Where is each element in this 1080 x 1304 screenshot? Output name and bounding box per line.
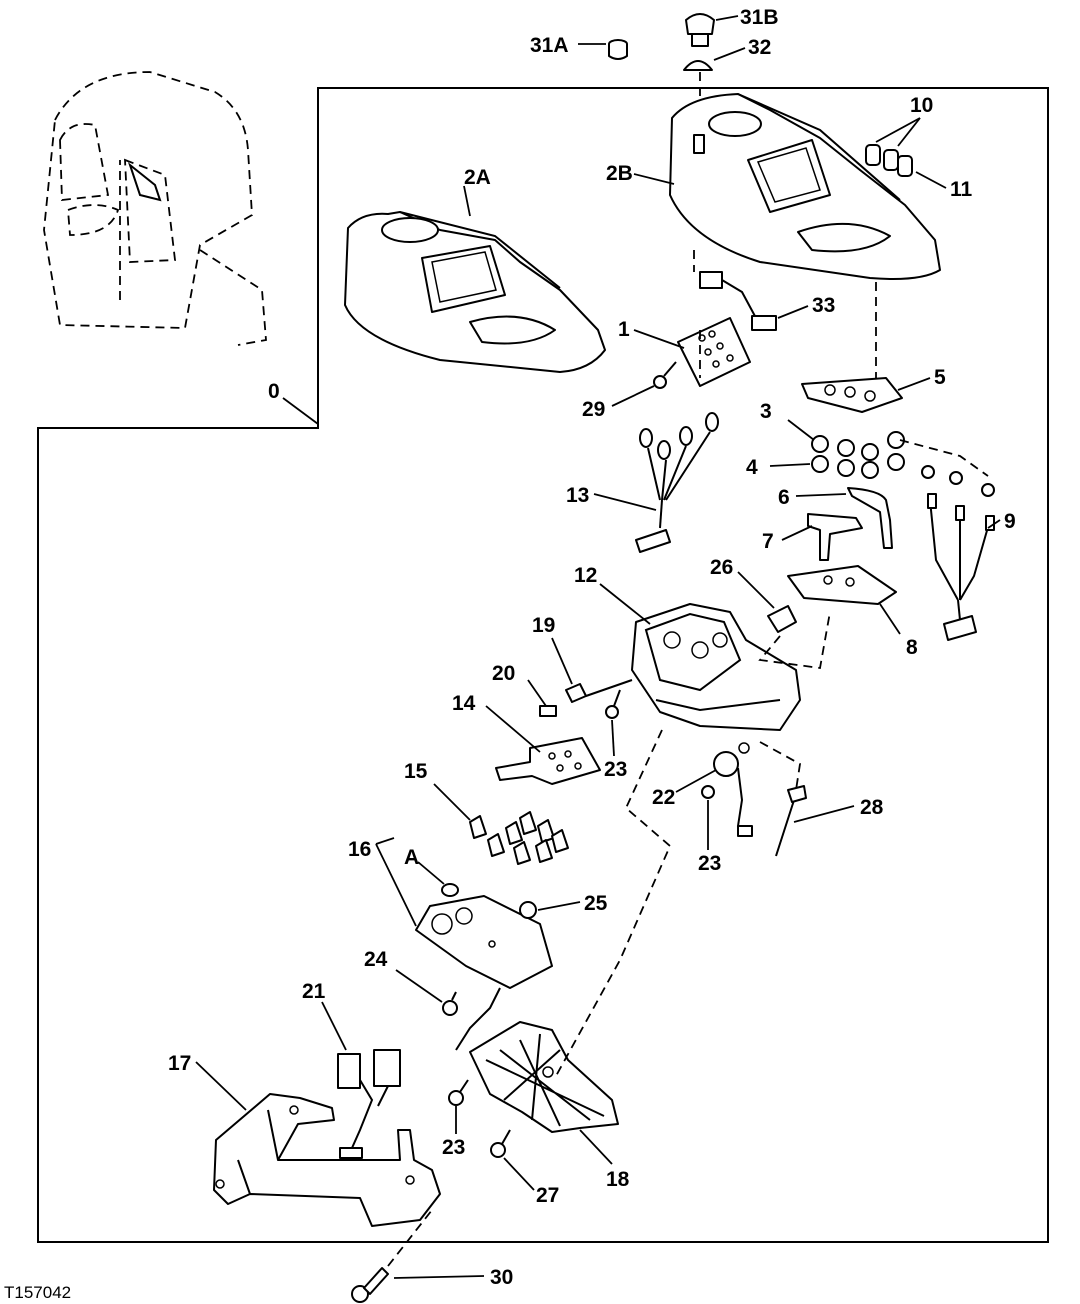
part-bulbs-15 — [469, 811, 569, 865]
part-board-14 — [495, 737, 601, 785]
callout-14: 14 — [452, 692, 476, 715]
part-housing-12 — [631, 603, 801, 731]
callout-23c: 23 — [442, 1136, 465, 1159]
part-cap-A — [441, 883, 459, 897]
part-lamp-6 — [847, 487, 893, 549]
part-buzzer-22 — [713, 742, 753, 837]
part-plate-16 — [415, 895, 553, 1051]
callout-29: 29 — [582, 398, 605, 421]
part-screw-20 — [539, 705, 557, 717]
callout-32: 32 — [748, 36, 771, 59]
callout-8: 8 — [906, 636, 918, 659]
callout-22: 22 — [652, 786, 675, 809]
part-screw-23b — [701, 785, 715, 799]
callout-26: 26 — [710, 556, 733, 579]
part-bracket-17 — [213, 1093, 441, 1227]
cab-inset — [43, 71, 319, 425]
part-screw-23a — [605, 689, 621, 719]
callout-labels: 31B 31A 32 10 11 2A 2B 33 1 5 29 0 3 4 1… — [168, 6, 1016, 1289]
part-screw-29 — [653, 361, 677, 389]
callout-31B: 31B — [740, 6, 779, 29]
callout-33: 33 — [812, 294, 835, 317]
part-bolt-30 — [351, 1267, 389, 1303]
part-screw-27 — [490, 1129, 511, 1158]
callout-A: A — [404, 846, 419, 869]
callout-16: 16 — [348, 838, 371, 861]
part-bulb-harness-9 — [927, 493, 995, 641]
callout-11: 11 — [950, 178, 973, 201]
callout-19: 19 — [532, 614, 555, 637]
part-screw-24 — [442, 991, 458, 1016]
part-cap-31A — [608, 39, 628, 60]
part-harness-21 — [337, 1049, 401, 1159]
callout-13: 13 — [566, 484, 589, 507]
callout-4: 4 — [746, 456, 758, 479]
callout-3: 3 — [760, 400, 772, 423]
part-shield-18 — [469, 1021, 619, 1133]
frame-outline — [37, 87, 1049, 1243]
callout-27: 27 — [536, 1184, 559, 1207]
callout-20: 20 — [492, 662, 515, 685]
callout-17: 17 — [168, 1052, 191, 1075]
callout-23b: 23 — [698, 852, 721, 875]
part-keypad-1 — [677, 317, 751, 387]
callout-6: 6 — [778, 486, 790, 509]
callout-30: 30 — [490, 1266, 513, 1289]
callout-10: 10 — [910, 94, 933, 117]
callout-21: 21 — [302, 980, 326, 1003]
part-harness-33 — [699, 271, 777, 331]
part-lamp-7 — [807, 513, 863, 561]
part-knob-31B — [685, 13, 715, 47]
part-relay-26 — [767, 605, 797, 633]
callout-2A: 2A — [464, 166, 491, 189]
callout-28: 28 — [860, 796, 884, 819]
part-console-shell-2B — [669, 93, 941, 280]
part-clip-19 — [565, 683, 587, 703]
part-bulb-harness-13 — [635, 412, 719, 553]
callout-9: 9 — [1004, 510, 1016, 533]
part-switches-3-4 — [811, 431, 995, 497]
callout-25: 25 — [584, 892, 608, 915]
part-console-shell-2A — [344, 211, 606, 373]
callout-2B: 2B — [606, 162, 633, 185]
part-knobs-10 — [865, 144, 899, 171]
part-panel-8 — [787, 565, 897, 605]
part-knob-11 — [897, 155, 913, 177]
callout-18: 18 — [606, 1168, 630, 1191]
part-rod-28 — [775, 785, 807, 857]
callout-12: 12 — [574, 564, 597, 587]
figure-id: T157042 — [4, 1283, 71, 1302]
part-bracket-5 — [801, 377, 903, 413]
callout-15: 15 — [404, 760, 428, 783]
callout-31A: 31A — [530, 34, 569, 57]
callout-7: 7 — [762, 530, 774, 553]
part-cap-25 — [519, 901, 537, 919]
callout-23a: 23 — [604, 758, 627, 781]
part-screw-23c — [448, 1079, 469, 1106]
callout-0: 0 — [268, 380, 280, 403]
callout-5: 5 — [934, 366, 946, 389]
part-dome-32 — [683, 60, 713, 71]
callout-1: 1 — [618, 318, 630, 341]
callout-24: 24 — [364, 948, 388, 971]
